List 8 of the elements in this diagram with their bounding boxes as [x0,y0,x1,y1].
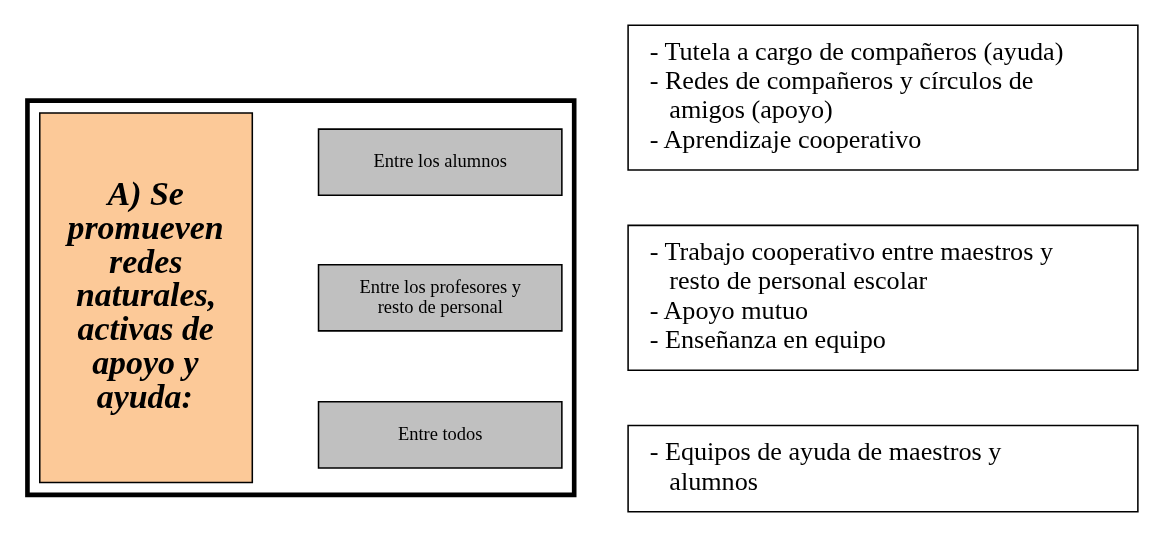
node-box: Entre todos [317,400,563,469]
node-box: - Tutela a cargo de compañeros (ayuda) - Redes de compañeros y círculos de amigos (apoyo) - Aprendizaje cooperativo [627,23,1139,171]
cluster [25,97,577,497]
node-box: - Trabajo cooperativo entre maestros y resto de personal escolar - Apoyo mutuo - Enseñanza en equipo [627,224,1139,371]
node-box: A) Se promueven redes naturales, activas de apoyo y ayuda: [39,111,254,483]
node-box: Entre los profesores y resto de personal [317,263,563,332]
node-box: - Equipos de ayuda de maestros y alumnos [627,424,1139,513]
node-box: Entre los alumnos [317,127,563,196]
